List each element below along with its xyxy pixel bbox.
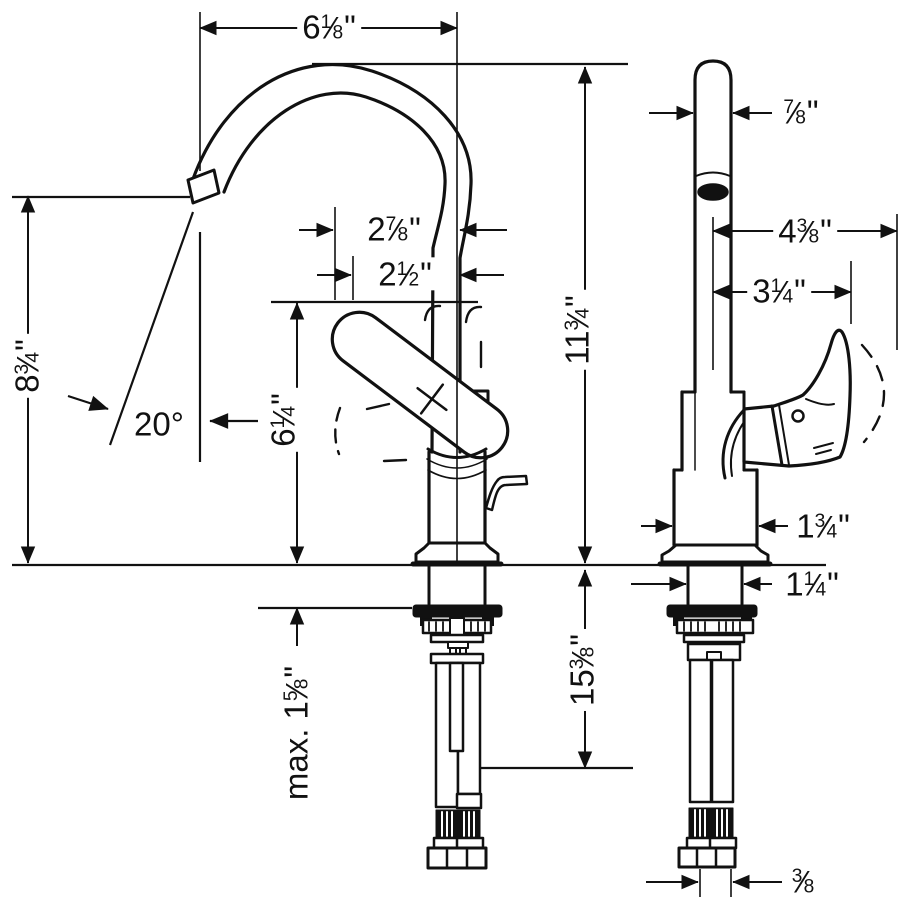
dim-label-handle-grip-reach: 31⁄4": [747, 274, 811, 308]
dim-label-overall-height: 113⁄4": [558, 290, 595, 370]
side-hose-hex-nut: [677, 846, 737, 869]
side-view-faucet: [657, 59, 886, 869]
dim-label-spout-reach: 61⁄8": [297, 10, 361, 44]
swivel-angle-annotation: [67, 211, 258, 462]
dim-label-max-deck-thickness: max. 15⁄8": [277, 660, 314, 806]
handle-pivot-dot: [791, 409, 805, 423]
side-handle-lever: [742, 328, 852, 468]
dim-label-outlet-offset-min: 21⁄2": [373, 257, 437, 291]
spout-aerator-tip: [186, 168, 221, 205]
front-view-faucet: [186, 62, 529, 870]
spout-outline-outer: [191, 62, 473, 454]
side-spout-outlet: [697, 183, 729, 201]
side-base-pedestal: [660, 543, 770, 564]
dim-label-outlet-offset-max: 27⁄8": [362, 212, 426, 246]
dim-label-shank-od: 11⁄4": [780, 567, 844, 601]
hose-hex-nut: [426, 846, 488, 870]
rubber-washer: [412, 604, 503, 618]
popup-rod-lever: [484, 474, 529, 512]
dim-label-hose-length: 153⁄8": [563, 629, 600, 711]
dim-label-outlet-height: 83⁄4": [8, 334, 45, 398]
dim-label-spout-od: 7⁄8": [778, 95, 824, 129]
dim-label-handle-reach: 43⁄8": [773, 214, 837, 248]
dim-label-outlet-clearance: 61⁄4": [264, 388, 301, 452]
popup-rod: [448, 661, 465, 753]
handle-swing-dashed-arc: [860, 343, 886, 444]
spout-outline-inner: [222, 91, 447, 454]
dim-label-supply-connection: 3⁄8: [786, 864, 820, 898]
dim-label-body-depth: 13⁄4": [791, 509, 855, 543]
handle-lever: [330, 310, 510, 460]
dim-label-swivel-angle: 20°: [134, 405, 184, 443]
